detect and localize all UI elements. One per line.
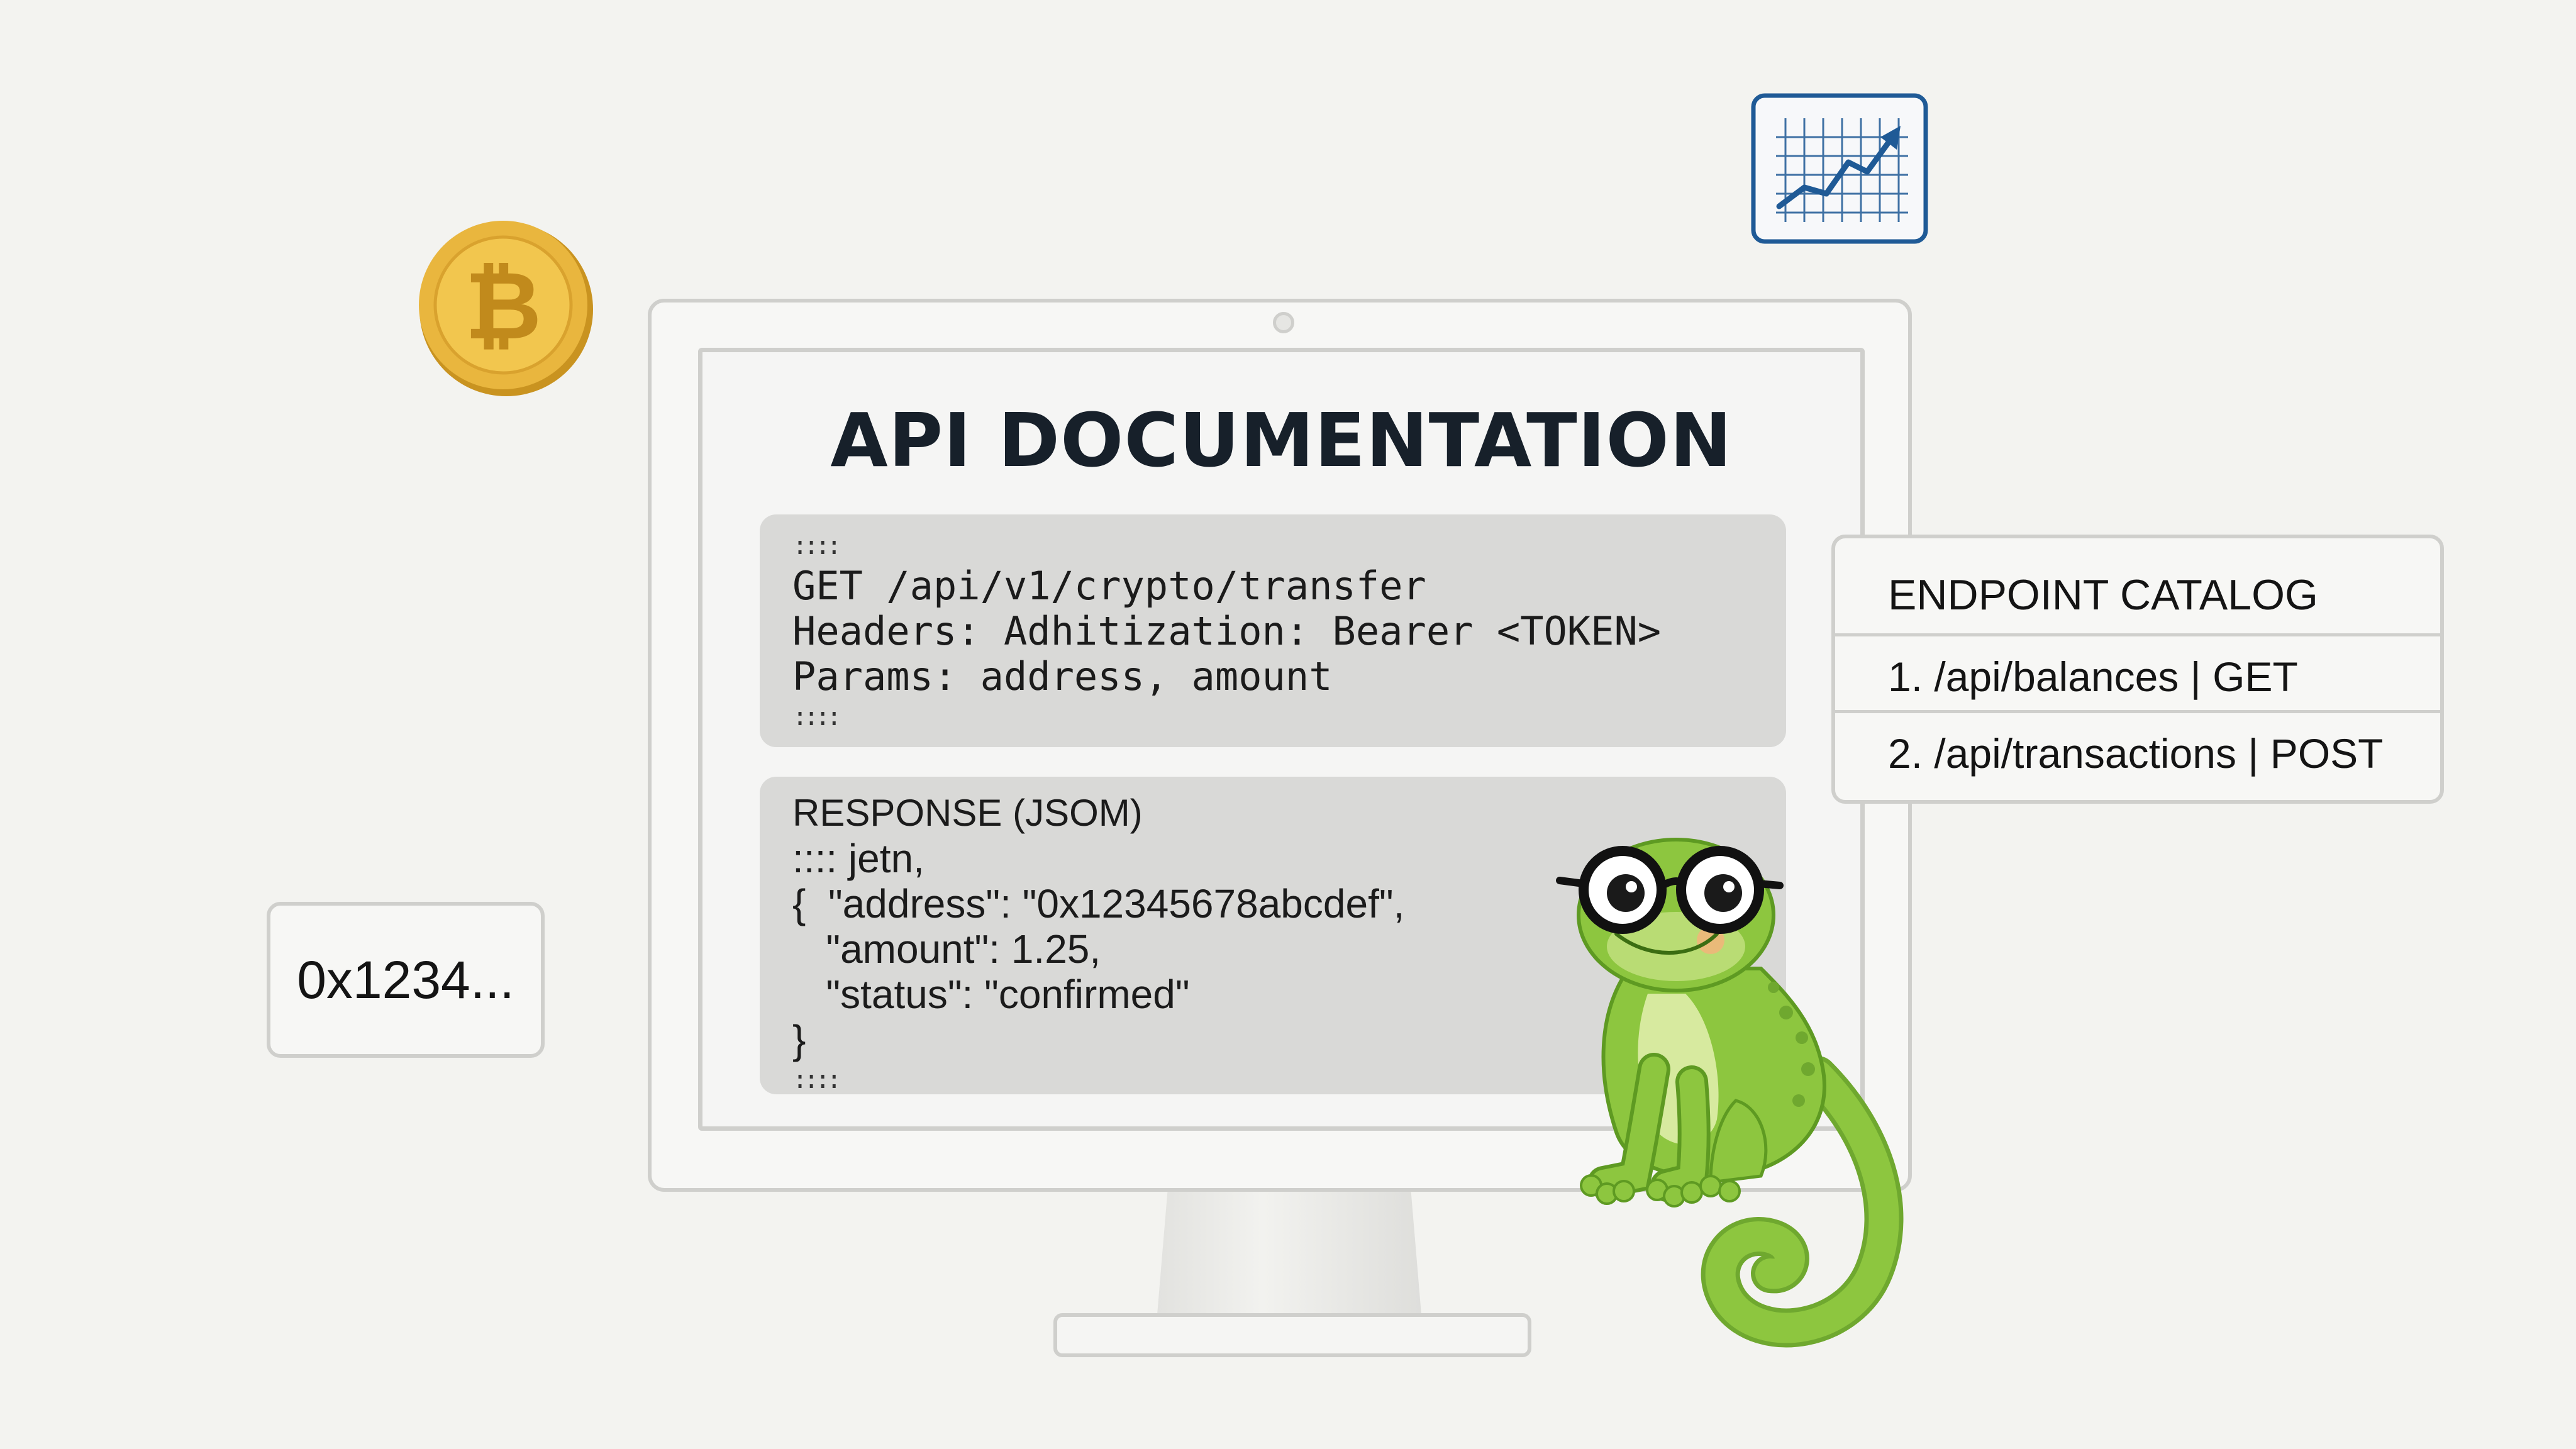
catalog-item[interactable]: 2. /api/transactions | POST	[1888, 730, 2384, 777]
response-json-line: "status": "confirmed"	[792, 972, 1190, 1017]
request-params-line: Params: address, amount	[792, 653, 1333, 699]
response-json-line: "amount": 1.25,	[792, 926, 1101, 972]
request-code-block: :::: GET /api/v1/crypto/transfer Headers…	[760, 514, 1786, 747]
response-header: RESPONSE (JSOM)	[792, 792, 1143, 834]
response-json-line: :::: jetn,	[792, 836, 924, 881]
svg-text:₿: ₿	[465, 252, 541, 361]
chameleon-with-glasses-icon	[1556, 838, 1904, 1348]
response-json-line: }	[792, 1017, 806, 1062]
wallet-address-box: 0x1234...	[267, 902, 545, 1058]
monitor-stand-neck	[1157, 1189, 1421, 1314]
catalog-item[interactable]: 1. /api/balances | GET	[1835, 636, 2440, 713]
catalog-title: ENDPOINT CATALOG	[1835, 538, 2440, 636]
trending-chart-icon	[1751, 93, 1928, 244]
webcam-icon	[1273, 312, 1294, 333]
page-title: API DOCUMENTATION	[830, 397, 1733, 484]
monitor-stand-base	[1053, 1313, 1531, 1357]
request-endpoint-line: GET /api/v1/crypto/transfer	[792, 563, 1426, 609]
response-json-line: { "address": "0x12345678abcdef",	[792, 881, 1405, 926]
code-dots: ::::	[792, 531, 841, 560]
endpoint-catalog-panel: ENDPOINT CATALOG 1. /api/balances | GET …	[1831, 535, 2444, 804]
request-headers-line: Headers: Adhitization: Bearer <TOKEN>	[792, 608, 1662, 654]
bitcoin-coin-icon: ₿	[419, 221, 593, 396]
code-dots: ::::	[792, 702, 841, 731]
code-dots: ::::	[792, 1065, 841, 1094]
